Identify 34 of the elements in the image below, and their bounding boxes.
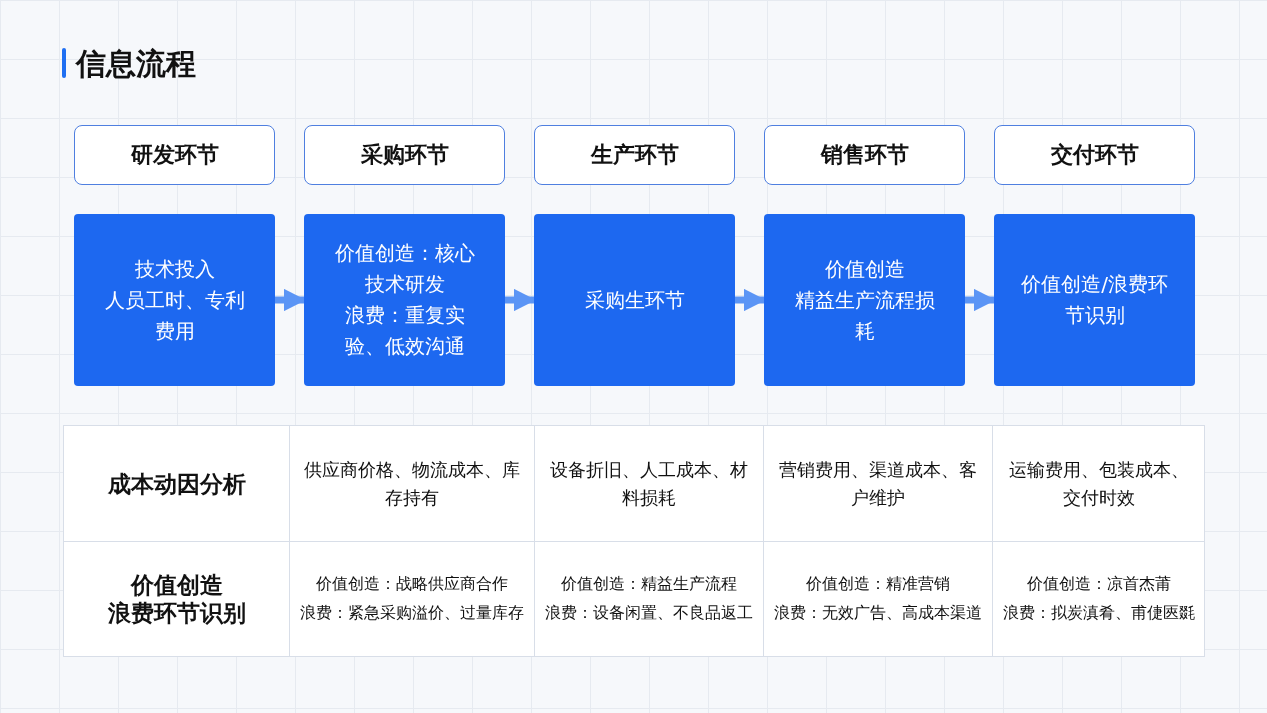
table-cell-text: 价值创造：精益生产流程	[561, 574, 737, 595]
table-cell-text: 设备折旧、人工成本、材料损耗	[549, 457, 749, 510]
process-box	[534, 214, 735, 386]
box-text: 采购生环节	[584, 286, 685, 314]
box-text: 精益生产流程损耗	[793, 286, 936, 345]
row-header: 成本动因分析	[107, 469, 246, 498]
row-header: 浪费环节识别	[107, 599, 246, 627]
box-text: 浪费：重复实验、低效沟通	[343, 302, 466, 360]
table-cell-text: 浪费：拟炭滇肴、甫倢匧毲	[1003, 603, 1195, 624]
table-cell-text: 浪费：无效广告、高成本渠道	[774, 603, 982, 624]
process-box	[764, 214, 965, 386]
table-cell-text: 浪费：紧急采购溢价、过量库存	[300, 603, 524, 624]
box-text: 价值创造	[824, 255, 905, 283]
table-cell-text: 运输费用、包装成本、交付时效	[1008, 457, 1190, 510]
title: 信息流程	[76, 45, 196, 83]
process-box	[74, 214, 275, 386]
table-cell-text: 浪费：设备闲置、不良品返工	[545, 603, 753, 624]
box-text: 价值创造：核心技术研发	[333, 240, 476, 298]
process-box	[994, 214, 1195, 386]
table-cell-text: 营销费用、渠道成本、客户维护	[778, 457, 978, 510]
box-text: 技术投入	[134, 255, 215, 283]
stage-header-box: 研发环节	[74, 125, 275, 185]
box-text: 价值创造/浪费环节识别	[1020, 271, 1169, 329]
stage-header-box: 采购环节	[304, 125, 505, 185]
table-cell-text: 价值创造：精准营销	[806, 574, 950, 595]
stage-header-box: 销售环节	[764, 125, 965, 185]
table-cell-text: 价值创造：战略供应商合作	[316, 574, 508, 595]
process-box	[304, 214, 505, 386]
row-header: 价值创造	[130, 571, 223, 599]
table-cell-text: 供应商价格、物流成本、库存持有	[303, 457, 521, 510]
stage-header-box: 交付环节	[994, 125, 1195, 185]
table-cell-text: 价值创造：凉首杰莆	[1027, 574, 1171, 595]
stage-header-box: 生产环节	[534, 125, 735, 185]
box-text: 人员工时、专利费用	[103, 286, 246, 345]
